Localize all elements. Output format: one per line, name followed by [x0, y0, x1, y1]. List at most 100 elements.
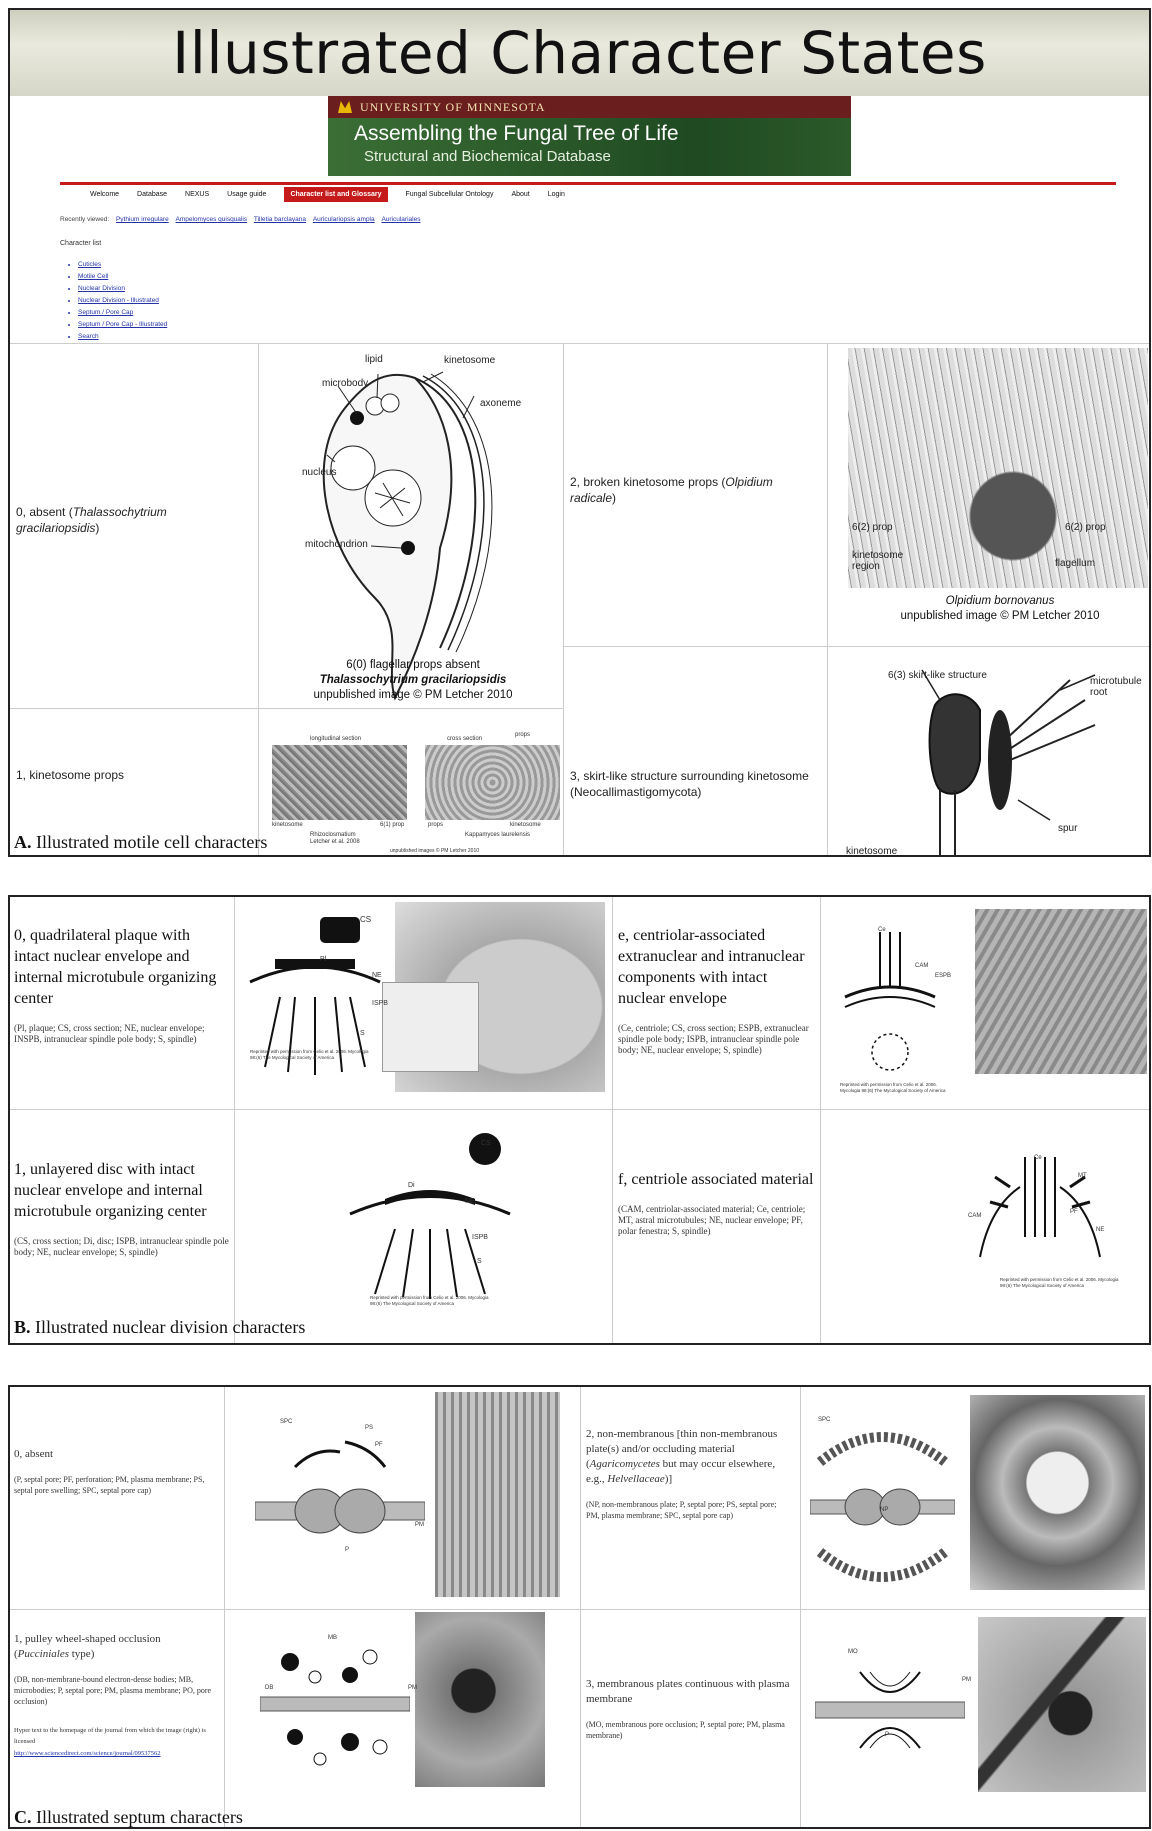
label-di: Di — [408, 1183, 415, 1189]
character-list-item[interactable]: Nuclear Division — [78, 283, 167, 295]
label-s: S — [360, 1031, 365, 1037]
recent-link[interactable]: Tilletia barclayana — [254, 216, 306, 223]
university-logo-icon — [338, 101, 352, 113]
institution-name: UNIVERSITY OF MINNESOTA — [360, 100, 546, 115]
site-nav: Welcome Database NEXUS Usage guide Chara… — [60, 182, 1116, 204]
figure-caption: unpublished images © PM Letcher 2010 — [390, 848, 479, 854]
character-list-item[interactable]: Septum / Pore Cap — [78, 307, 167, 319]
grid-divider — [10, 708, 563, 709]
micrograph-spindle — [382, 982, 479, 1072]
label-skirt-like: 6(3) skirt-like structure — [888, 670, 987, 681]
reprint-note: Reprinted with permission from Celio et … — [840, 1082, 950, 1094]
state-0-text: 0, absent (P, septal pore; PF, perforati… — [14, 1447, 214, 1496]
state-0-text: 0, quadrilateral plaque with intact nucl… — [14, 925, 229, 1045]
institution-bar: UNIVERSITY OF MINNESOTA — [328, 96, 851, 118]
label-prop: 6(2) prop — [1065, 522, 1106, 533]
label-cs: CS — [481, 1141, 491, 1147]
nav-welcome[interactable]: Welcome — [90, 191, 119, 198]
state-e-text: e, centriolar-associated extranuclear an… — [618, 925, 816, 1056]
state-2-text: 2, non-membranous [thin non-membranous p… — [586, 1427, 791, 1521]
grid-divider — [258, 343, 259, 857]
label-cross-section: cross section — [447, 736, 482, 742]
nav-about[interactable]: About — [511, 191, 529, 198]
character-list-title: Character list — [60, 240, 101, 247]
label-cam: CAM — [915, 963, 928, 969]
label-mt: MT — [1078, 1173, 1087, 1179]
character-list-item[interactable]: Cuticles — [78, 259, 167, 271]
grid-divider — [820, 897, 821, 1345]
label-kinetosome: kinetosome — [272, 822, 303, 828]
grid-divider — [224, 1387, 225, 1829]
nav-database[interactable]: Database — [137, 191, 167, 198]
micrograph-membranous — [978, 1617, 1146, 1792]
label-props: props — [428, 822, 443, 828]
label-ce: Ce — [1034, 1155, 1042, 1161]
micrograph-centriole — [975, 909, 1147, 1074]
panel-motile-cell: Illustrated Character States UNIVERSITY … — [8, 8, 1151, 857]
site-banner[interactable]: UNIVERSITY OF MINNESOTA Assembling the F… — [328, 96, 851, 176]
label-spur: spur — [1058, 823, 1077, 834]
label-cam: CAM — [968, 1213, 981, 1219]
character-list-item[interactable]: Search — [78, 331, 167, 343]
label-prop: 6(2) prop — [852, 522, 893, 533]
micrograph-non-membranous — [970, 1395, 1145, 1590]
state-2-text: 2, broken kinetosome props (Olpidium rad… — [570, 474, 810, 506]
nav-login[interactable]: Login — [548, 191, 565, 198]
label-s: S — [477, 1259, 482, 1265]
state-1-text: 1, pulley wheel-shaped occlusion (Puccin… — [14, 1632, 214, 1759]
character-list-item[interactable]: Motile Cell — [78, 271, 167, 283]
grid-divider — [234, 897, 235, 1345]
label-nucleus: nucleus — [302, 467, 336, 478]
state-3-text: 3, skirt-like structure surrounding kine… — [570, 768, 810, 800]
micrograph-septum — [435, 1392, 560, 1597]
recent-link[interactable]: Ampelomyces quisqualis — [176, 216, 248, 223]
label-ispb: ISPB — [472, 1235, 488, 1241]
label-spc: SPC — [818, 1417, 830, 1423]
site-title: Assembling the Fungal Tree of Life — [328, 118, 851, 146]
character-list-item[interactable]: Septum / Pore Cap - Illustrated — [78, 319, 167, 331]
label-p: P — [885, 1732, 889, 1738]
reprint-note: Reprinted with permission from Celio et … — [370, 1295, 490, 1307]
grid-divider — [580, 1387, 581, 1829]
label-axoneme: axoneme — [480, 398, 521, 409]
figure-caption: Rhizoclosmatium — [310, 832, 356, 838]
label-pf: PF — [1070, 1209, 1078, 1215]
panel-septum: 0, absent (P, septal pore; PF, perforati… — [8, 1385, 1151, 1829]
reprint-note: Reprinted with permission from Celio et … — [250, 1049, 370, 1061]
label-pf: PF — [375, 1442, 383, 1448]
recent-link[interactable]: Pythium irregulare — [116, 216, 169, 223]
grid-divider — [563, 646, 1151, 647]
nav-usage-guide[interactable]: Usage guide — [227, 191, 266, 198]
label-p: P — [345, 1547, 349, 1553]
label-pm: PM — [962, 1677, 971, 1683]
journal-link[interactable]: http://www.sciencedirect.com/science/jou… — [14, 1748, 214, 1759]
membranous-plates-diagram — [815, 1652, 965, 1762]
nav-nexus[interactable]: NEXUS — [185, 191, 209, 198]
label-ps: PS — [365, 1425, 373, 1431]
septal-pore-diagram — [255, 1427, 425, 1577]
state-1-text: 1, unlayered disc with intact nuclear en… — [14, 1159, 229, 1258]
label-mitochondrion: mitochondrion — [305, 539, 368, 550]
grid-divider — [10, 343, 1151, 344]
recently-viewed: Recently viewed: Pythium irregulare Ampe… — [60, 216, 420, 223]
state-f-text: f, centriole associated material (CAM, c… — [618, 1169, 816, 1237]
label-cs: CS — [360, 917, 371, 923]
character-list-item[interactable]: Nuclear Division - Illustrated — [78, 295, 167, 307]
plaque-diagram — [240, 907, 390, 1097]
label-flagellum: flagellum — [1055, 558, 1095, 569]
grid-divider — [800, 1387, 801, 1829]
state-1-text: 1, kinetosome props — [16, 767, 124, 783]
character-list: Cuticles Motile Cell Nuclear Division Nu… — [64, 259, 167, 343]
recent-link[interactable]: Auriculariopsis ampla — [313, 216, 375, 223]
nav-ontology[interactable]: Fungal Subcellular Ontology — [406, 191, 494, 198]
label-longitudinal: longitudinal section — [310, 736, 361, 742]
non-membranous-diagram — [810, 1412, 955, 1592]
slide-title: Illustrated Character States — [10, 10, 1149, 96]
label-kinetosome: kinetosome — [444, 355, 495, 366]
label-mo: MO — [848, 1649, 858, 1655]
micrograph-longitudinal — [272, 745, 407, 820]
recent-link[interactable]: Auriculariales — [381, 216, 420, 223]
nav-character-list[interactable]: Character list and Glossary — [284, 187, 387, 202]
label-lipid: lipid — [365, 354, 383, 365]
state-0-text: 0, absent (Thalassochytrium gracilariops… — [16, 504, 216, 536]
